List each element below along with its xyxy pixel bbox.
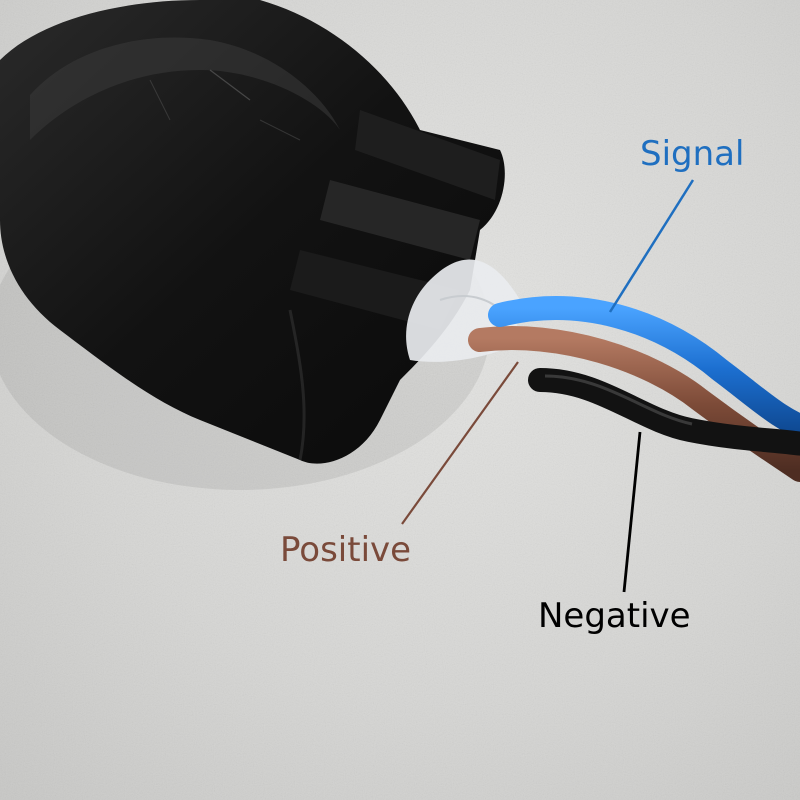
signal-wire xyxy=(488,296,800,440)
negative-wire xyxy=(528,368,800,456)
connector-plug xyxy=(0,0,505,464)
negative-label: Negative xyxy=(538,596,691,636)
signal-leader xyxy=(608,179,695,313)
signal-label: Signal xyxy=(640,134,745,174)
positive-leader xyxy=(401,361,519,525)
positive-label: Positive xyxy=(280,530,412,570)
negative-leader xyxy=(622,431,642,593)
